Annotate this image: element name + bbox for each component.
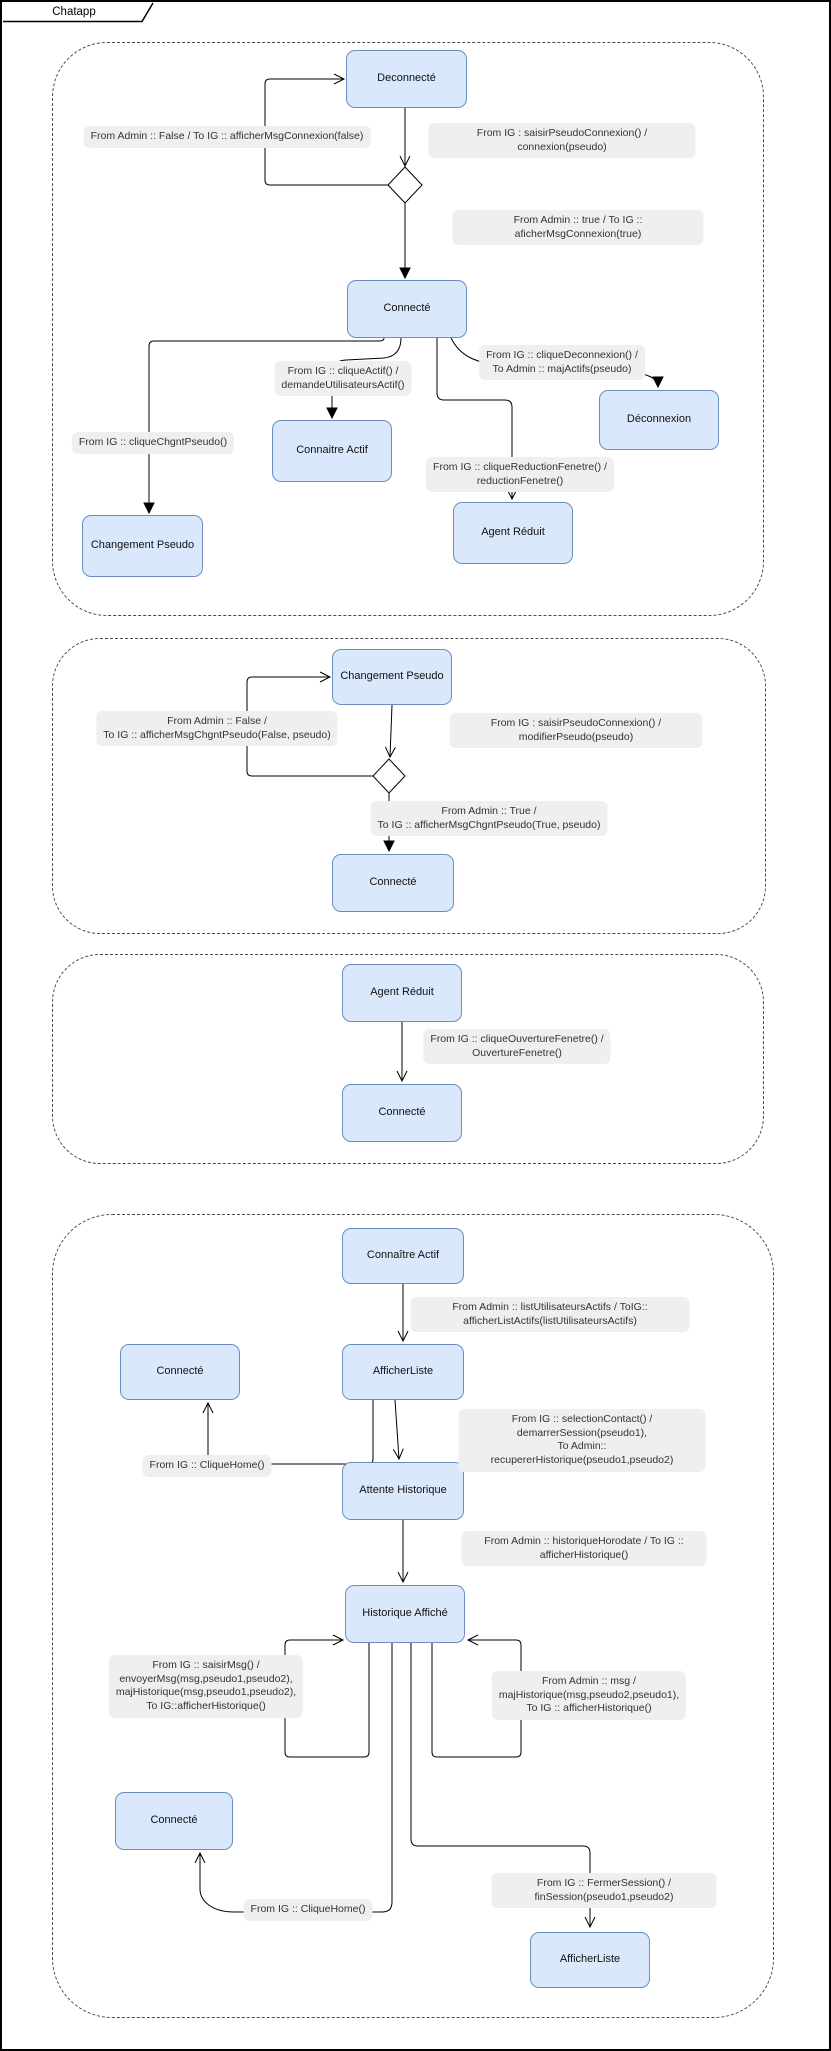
transition-label-selection-contact: From IG :: selectionContact() / demarrer… [458,1409,706,1472]
decision-diamond-chgnt-pseudo [372,758,406,794]
state-connecte-3: Connecté [342,1084,462,1142]
transition-label-clique-chgnt-pseudo: From IG :: cliqueChgntPseudo() [71,432,235,454]
state-deconnexion: Déconnexion [599,390,719,450]
transition-label-chgnt-true: From Admin :: True / To IG :: afficherMs… [370,801,608,837]
section-session [52,1214,774,2018]
state-changement-pseudo-1: Changement Pseudo [82,515,203,577]
transition-label-msg-admin: From Admin :: msg / majHistorique(msg,ps… [491,1671,687,1720]
transition-label-clique-reduction: From IG :: cliqueReductionFenetre() / re… [426,457,614,493]
section-changement-pseudo [52,638,766,934]
transition-label-clique-home-liste: From IG :: CliqueHome() [142,1455,272,1477]
state-connecte-4: Connecté [120,1344,240,1400]
state-changement-pseudo-2: Changement Pseudo [332,649,452,705]
state-attente-historique: Attente Historique [342,1462,464,1520]
state-agent-reduit-1: Agent Réduit [453,502,573,564]
state-historique-affiche: Historique Affiché [345,1585,465,1643]
transition-label-list-actifs: From Admin :: listUtilisateursActifs / T… [410,1297,690,1333]
state-deconnecte: Deconnecté [346,50,467,108]
state-agent-reduit-2: Agent Réduit [342,964,462,1022]
diagram-title: Chatapp [52,5,96,18]
edges [143,73,664,1929]
transition-label-clique-home-historique: From IG :: CliqueHome() [243,1899,373,1921]
title-tab-outline [3,2,154,23]
transition-label-chgnt-false: From Admin :: False / To IG :: afficherM… [96,711,338,747]
section-connexion [52,42,764,616]
transition-label-connexion-attempt: From IG : saisirPseudoConnexion() / conn… [428,123,696,159]
transition-label-clique-deconnexion: From IG :: cliqueDeconnexion() / To Admi… [479,345,645,381]
state-afficher-liste-1: AfficherListe [342,1344,464,1400]
edge-historique-msgadmin-loop [431,1634,522,1758]
state-connecte-5: Connecté [115,1792,233,1850]
decision-diamond-connexion [387,166,423,204]
state-connecte-1: Connecté [347,280,467,338]
edge-afficherliste-to-attente [392,1399,404,1461]
transition-label-connexion-true: From Admin :: true / To IG :: aficherMsg… [452,210,704,246]
edge-chgpseudo-to-decision [384,704,396,759]
state-connaitre-actif-1: Connaitre Actif [272,420,392,482]
edge-historique-saisirmsg-loop [284,1634,370,1758]
transition-label-modifier-pseudo: From IG : saisirPseudoConnexion() / modi… [449,713,703,749]
transition-label-clique-actif: From IG :: cliqueActif() / demandeUtilis… [274,361,412,397]
transition-label-saisir-msg: From IG :: saisirMsg() / envoyerMsg(msg,… [108,1655,304,1718]
edge-historique-fermersession [410,1643,596,1929]
state-connecte-2: Connecté [332,854,454,912]
transition-label-clique-ouverture: From IG :: cliqueOuvertureFenetre() / Ou… [423,1029,611,1065]
transition-label-fermer-session: From IG :: FermerSession() / finSession(… [491,1873,717,1909]
edge-connecte-to-changement-pseudo [143,337,385,515]
section-agent-reduit [52,954,764,1164]
edge-connecte-to-agent-reduit [436,338,518,501]
transition-label-connexion-false: From Admin :: False / To IG :: afficherM… [83,126,371,148]
state-connaitre-actif-2: Connaître Actif [342,1228,464,1284]
state-afficher-liste-2: AfficherListe [530,1932,650,1988]
transition-label-historique-horodate: From Admin :: historiqueHorodate / To IG… [461,1531,707,1567]
